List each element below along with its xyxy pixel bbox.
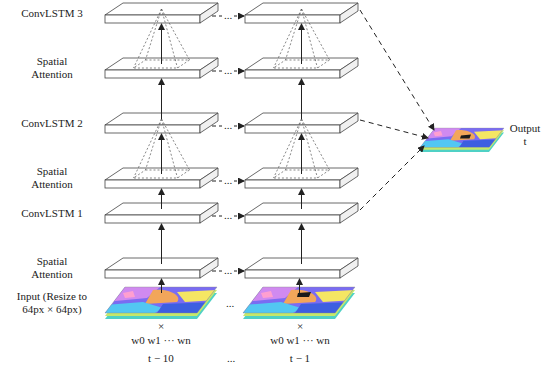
image-spot [460, 135, 471, 139]
layer-name: ConvLSTM 1 [7, 207, 97, 220]
weight-list: w0 w1 ··· wn [270, 334, 330, 347]
output-caption: Output t [508, 122, 542, 148]
ellipsis: ... [222, 119, 234, 132]
multiply-sign: × [297, 320, 303, 333]
recurrent-arrows [212, 16, 244, 271]
layer-name: Spatial Attention [22, 165, 82, 191]
weight-list: w0 w1 ··· wn [131, 334, 191, 347]
output-image [420, 128, 504, 152]
layer-slab [245, 3, 358, 23]
multiply-sign: × [158, 320, 164, 333]
ellipsis: ... [227, 352, 235, 365]
ellipsis: ... [222, 264, 234, 277]
layer-name: ConvLSTM 2 [7, 117, 97, 130]
ellipsis: ... [222, 9, 234, 22]
ellipsis: ... [222, 64, 234, 77]
ellipsis: ... [226, 297, 234, 310]
layer-name: Spatial Attention [22, 55, 82, 81]
output-arrows [360, 10, 434, 210]
time-step: t − 1 [290, 352, 310, 365]
ellipsis: ... [222, 174, 234, 187]
receptive-pyramid [134, 119, 190, 178]
time-step: t − 10 [148, 352, 174, 365]
layer-name: Spatial Attention [22, 255, 82, 281]
ellipsis: ... [222, 209, 234, 222]
input-caption: Input (Resize to 64px × 64px) [12, 290, 92, 316]
receptive-pyramid [274, 119, 330, 178]
layer-slab [105, 3, 218, 23]
receptive-pyramid [134, 9, 190, 68]
upward-arrows [162, 24, 302, 293]
receptive-pyramid [274, 9, 330, 68]
layer-name: ConvLSTM 3 [7, 7, 97, 20]
